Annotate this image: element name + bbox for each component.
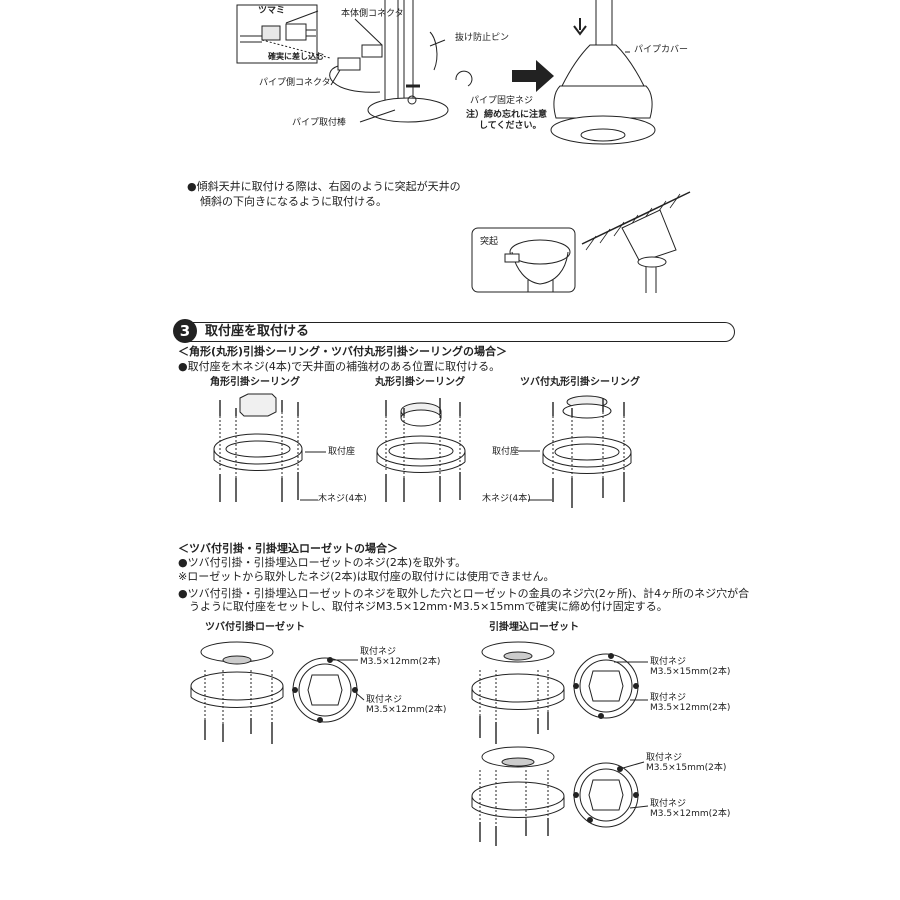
label-kaku-ceiling: 角形引掛シーリング [210,377,300,388]
label-umekomi-rosette: 引掛埋込ローゼット [489,622,579,633]
label-maru-ceiling: 丸形引掛シーリング [375,377,465,388]
label-neji-a: 取付ネジ [360,647,397,657]
label-kakujitsu: 確実に差し込む [268,52,324,61]
instruction-line2: ●ツバ付引掛・引掛埋込ローゼットのネジ(2本)を取外す。 [178,556,467,569]
slope-note-line2: 傾斜の下向きになるように取付ける。 [200,195,387,208]
label-tokki: 突起 [480,237,499,247]
label-neji-f: 取付ネジ [650,799,687,809]
label-tsuba-ceiling: ツバ付丸形引掛シーリング [520,377,640,388]
label-neji-e: 取付ネジ [646,753,683,763]
label-nukedome-pin: 抜け防止ピン [455,33,510,43]
section-header-bar [176,322,735,342]
label-m35-12-f: M3.5×12mm(2本) [650,809,731,819]
instruction-line5: うように取付座をセットし、取付ネジM3.5×12mm･M3.5×15mmで確実に… [189,600,668,613]
label-toritsukeza-2: 取付座 [492,447,520,457]
label-tsuba-rosette: ツバ付引掛ローゼット [205,622,305,633]
label-honnai-connector: 本体側コネクタ [341,9,404,19]
label-m35-15-e: M3.5×15mm(2本) [646,763,727,773]
label-neji-c: 取付ネジ [650,657,687,667]
label-tsumami: ツマミ [258,6,286,16]
instruction-line4: ●ツバ付引掛・引掛埋込ローゼットのネジを取外した穴とローゼットの金具のネジ穴(2… [178,587,750,600]
label-toritsukeza-1: 取付座 [328,447,356,457]
label-neji-d: 取付ネジ [650,693,687,703]
section-title: 取付座を取付ける [205,324,310,339]
instruction-line3: ※ローゼットから取外したネジ(2本)は取付座の取付けには使用できません。 [178,570,555,583]
label-pipe-kotei-neji: パイプ固定ネジ [470,96,534,106]
label-pipe-toritsuke-bou: パイプ取付棒 [292,118,347,128]
label-neji-b: 取付ネジ [366,695,403,705]
subhead-rosette: ＜ツバ付引掛・引掛埋込ローゼットの場合＞ [178,542,398,555]
label-chui-line2: してください。 [479,121,542,131]
label-m35-12-b: M3.5×12mm(2本) [366,705,447,715]
slope-note-line1: ●傾斜天井に取付ける際は、右図のように突起が天井の [187,180,461,193]
instruction-line1: ●取付座を木ネジ(4本)で天井面の補強材のある位置に取付ける。 [178,360,501,373]
subhead-ceiling: ＜角形(丸形)引掛シーリング・ツバ付丸形引掛シーリングの場合＞ [178,345,508,358]
label-mokuneji-2: 木ネジ(4本) [482,494,531,504]
label-chui-line1: 注）締め忘れに注意 [466,110,548,120]
label-m35-12-a: M3.5×12mm(2本) [360,657,441,667]
label-pipe-cover: パイプカバー [634,45,689,55]
label-pipe-connector: パイプ側コネクタ [259,78,331,88]
section-number: 3 [173,319,197,343]
label-m35-15-c: M3.5×15mm(2本) [650,667,731,677]
label-m35-12-d: M3.5×12mm(2本) [650,703,731,713]
label-mokuneji-1: 木ネジ(4本) [318,494,367,504]
